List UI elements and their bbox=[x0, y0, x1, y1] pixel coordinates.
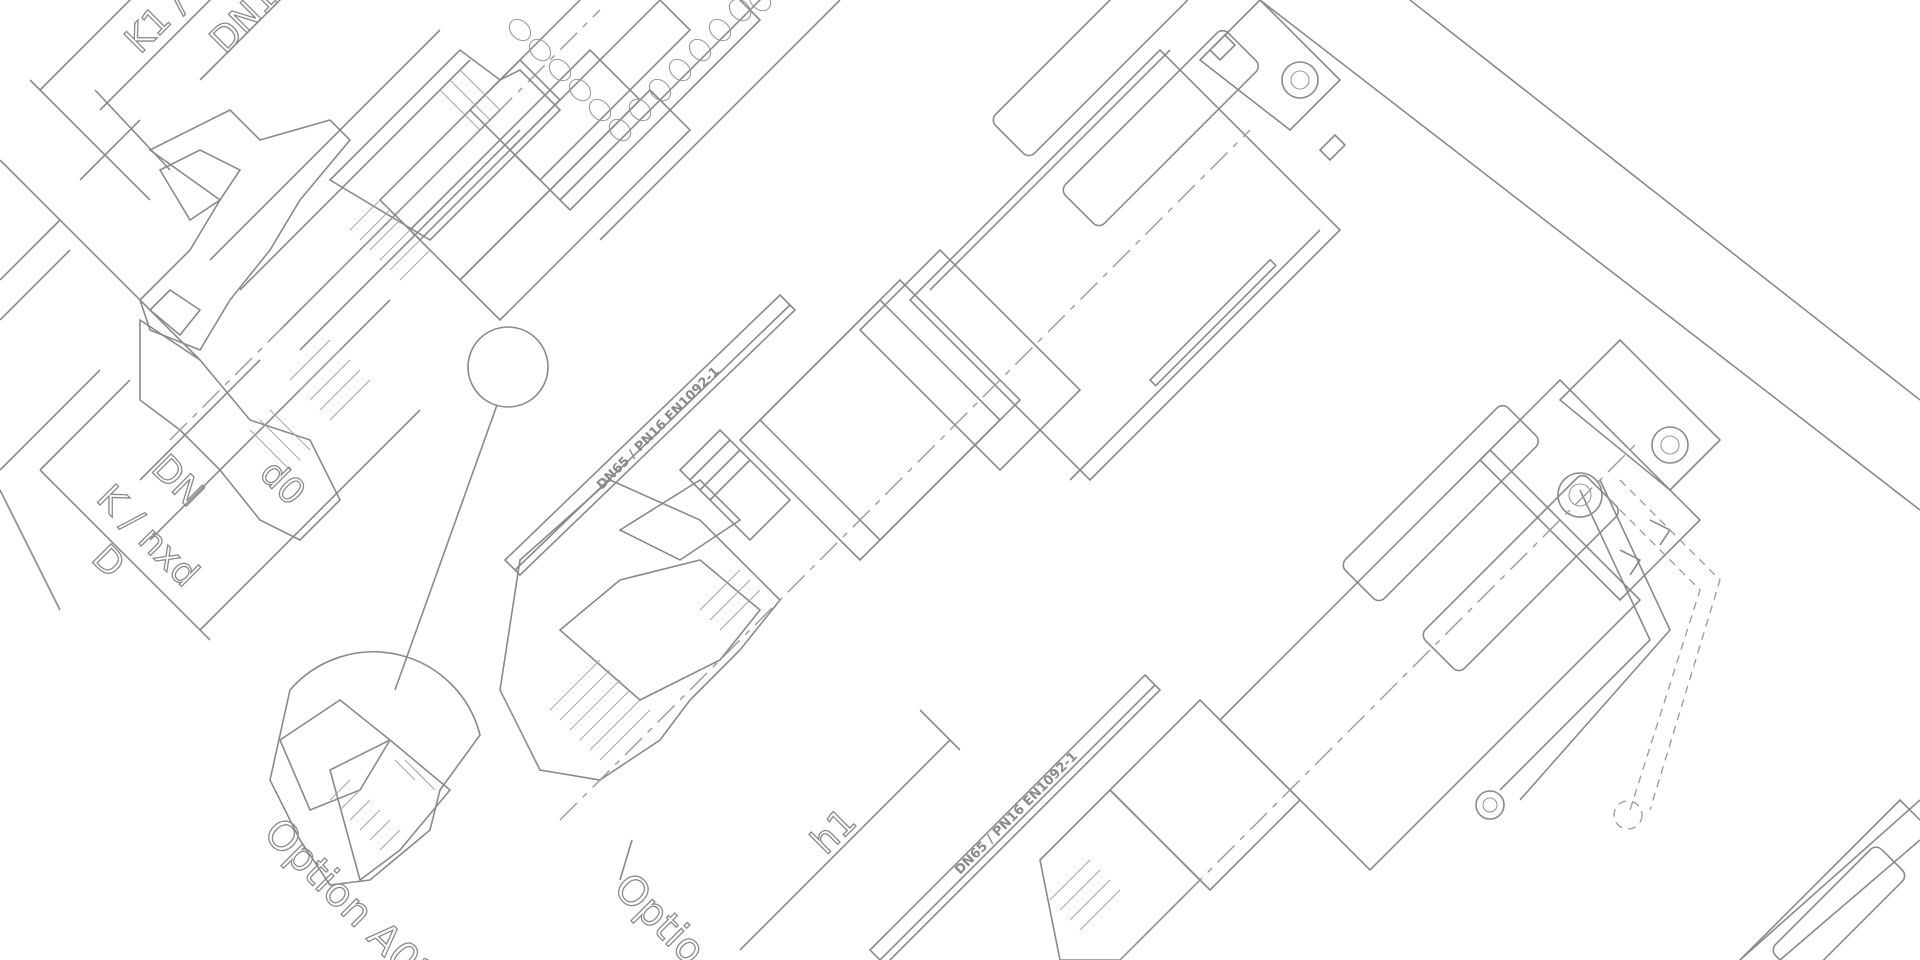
option-label-a: Option A02 bbox=[255, 810, 446, 960]
dim-label-d0: d0 bbox=[252, 452, 313, 513]
upper-flange-plate-mark: DN65 / PN16 EN1092-1 bbox=[594, 364, 723, 493]
detail-callout-circle bbox=[467, 326, 549, 408]
frame-lines bbox=[1259, 0, 1920, 960]
lower-right-valve-actuator: DN65 / PN16 EN1092-1 bbox=[868, 338, 1920, 960]
option-label-b: Optio bbox=[605, 865, 714, 960]
dim-label-d: D bbox=[84, 537, 133, 586]
dim-label-dn1: DN1 bbox=[202, 0, 286, 61]
lower-flange-plate-mark: DN65 / PN16 EN1092-1 bbox=[952, 749, 1081, 878]
option-detail-bubble: Option A02 bbox=[254, 651, 481, 960]
upper-left-valve-section: K1 / DN1 DN d0 K / nxd D bbox=[0, 0, 841, 691]
dim-label-dn: DN bbox=[144, 447, 212, 515]
center-valve-actuator: DN65 / PN16 EN1092-1 bbox=[499, 0, 1347, 960]
dim-label-h1: h1 bbox=[803, 801, 864, 862]
